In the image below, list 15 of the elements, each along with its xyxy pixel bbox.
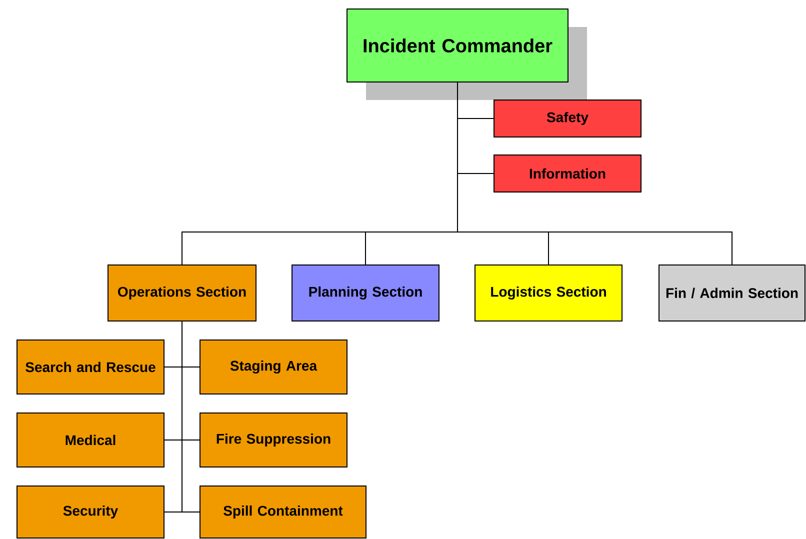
section-box: Logistics Section: [474, 264, 622, 322]
commander-box: Incident Commander: [346, 8, 568, 82]
unit-box: Search and Rescue: [16, 340, 164, 394]
connector-line: [182, 321, 200, 512]
section-box: Operations Section: [108, 264, 256, 322]
unit-box: Medical: [16, 412, 164, 468]
unit-box: Staging Area: [200, 340, 348, 394]
unit-box: Spill Containment: [200, 486, 366, 538]
staff-box: Safety: [494, 100, 642, 138]
unit-box: Fire Suppression: [200, 412, 348, 468]
section-box: Fin / Admin Section: [658, 264, 806, 322]
section-box: Planning Section: [292, 264, 440, 322]
staff-box: Information: [494, 154, 642, 192]
connector-line: [457, 82, 732, 265]
unit-box: Security: [16, 486, 164, 538]
